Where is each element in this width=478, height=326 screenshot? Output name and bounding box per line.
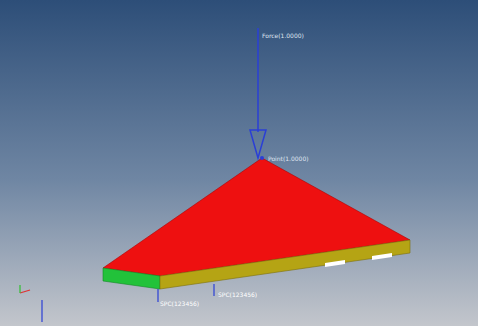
load-node (260, 156, 264, 160)
constraint-arrow (213, 284, 214, 296)
load-label: Point(1.0000) (268, 155, 309, 162)
axis-x (20, 290, 30, 293)
marker (372, 253, 392, 260)
load-arrow (257, 28, 259, 132)
load-label: SPC(123456) (218, 291, 257, 298)
side-face (160, 240, 410, 289)
load-label: SPC(123456) (160, 300, 199, 307)
constraint-arrow (157, 289, 158, 302)
axis-y (19, 285, 20, 293)
load-label: Force(1.0000) (262, 32, 304, 39)
axis-z (41, 300, 42, 322)
arrow-head (250, 130, 266, 158)
marker (325, 260, 345, 267)
end-face (103, 268, 160, 289)
